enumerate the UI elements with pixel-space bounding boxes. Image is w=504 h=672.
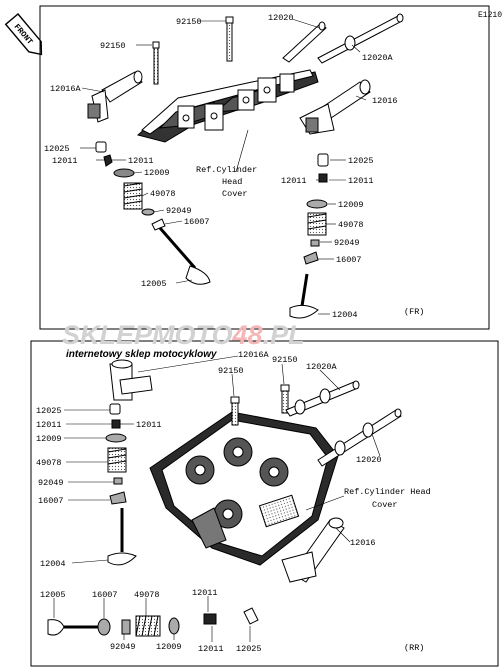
top-labels: 92150 12020 92150 12020A 12016A 12016 12… bbox=[44, 13, 424, 320]
watermark-pl: .PL bbox=[263, 320, 305, 350]
rocker-shaft-12016a bbox=[87, 70, 143, 123]
watermark-moto: MOTO bbox=[152, 320, 233, 350]
label-12020a-bottom: 12020A bbox=[306, 362, 338, 372]
rocker-shaft-12016 bbox=[299, 79, 371, 135]
label-12011-left-b: 12011 bbox=[128, 156, 154, 166]
rocker-shaft-12016a-bottom bbox=[109, 359, 153, 401]
rocker-shaft-12016-bottom bbox=[281, 517, 345, 583]
label-16007-left: 16007 bbox=[184, 217, 210, 227]
label-92049-row: 92049 bbox=[110, 642, 136, 652]
view-label-fr: (FR) bbox=[404, 307, 424, 317]
label-12020-bottom: 12020 bbox=[356, 455, 382, 465]
label-92049-bottom: 92049 bbox=[38, 478, 64, 488]
label-92049-left: 92049 bbox=[166, 206, 192, 216]
label-12011-bottom-a: 12011 bbox=[36, 420, 62, 430]
ref-cylinder-head-cover-top-3: Cover bbox=[222, 189, 248, 199]
bolt-92150-a bbox=[152, 41, 160, 85]
label-12016a: 12016A bbox=[50, 84, 82, 94]
valve-parts-row bbox=[47, 607, 259, 637]
ref-cylinder-head-cover-bottom-1: Ref.Cylinder Head bbox=[344, 487, 431, 497]
valve-stack-left bbox=[95, 141, 211, 285]
label-92150-a: 92150 bbox=[176, 17, 202, 27]
label-12011-row-b: 12011 bbox=[198, 644, 224, 654]
label-12011-right-b: 12011 bbox=[348, 176, 374, 186]
valve-stack-right bbox=[289, 153, 329, 319]
label-12025-row: 12025 bbox=[236, 644, 262, 654]
watermark-48: 48 bbox=[232, 320, 263, 350]
label-16007-row: 16007 bbox=[92, 590, 118, 600]
label-12011-bottom-b: 12011 bbox=[136, 420, 162, 430]
label-12004-bottom: 12004 bbox=[40, 559, 66, 569]
cylinder-head-top bbox=[136, 69, 319, 143]
label-12016a-bottom: 12016A bbox=[238, 350, 270, 360]
label-12011-left-a: 12011 bbox=[52, 156, 78, 166]
valve-stack-bottom-left bbox=[105, 403, 137, 566]
label-12025-bottom: 12025 bbox=[36, 406, 62, 416]
watermark-sklep: SKLEP bbox=[62, 320, 153, 350]
label-12016-bottom: 12016 bbox=[350, 538, 376, 548]
front-arrow-icon: FRONT bbox=[4, 13, 43, 56]
leader-lines-bottom bbox=[53, 355, 381, 642]
watermark-tagline: internetowy sklep motocyklowy bbox=[66, 349, 217, 360]
bolt-92150-bottom-b bbox=[280, 384, 290, 414]
label-12009-left: 12009 bbox=[144, 168, 170, 178]
label-92150-bottom-b: 92150 bbox=[272, 355, 298, 365]
top-panel: 92150 12020 92150 12020A 12016A 12016 12… bbox=[44, 13, 424, 320]
label-12005-left: 12005 bbox=[141, 279, 167, 289]
label-12009-bottom: 12009 bbox=[36, 434, 62, 444]
label-12025-right: 12025 bbox=[348, 156, 374, 166]
view-label-rr: (RR) bbox=[404, 643, 424, 653]
spring-49078-row bbox=[135, 615, 161, 637]
cylinder-head-bottom bbox=[149, 411, 339, 566]
camshaft-12020 bbox=[282, 21, 327, 63]
camshaft-12020-bottom bbox=[317, 408, 402, 467]
svg-text:SKLEPMOTO48.PL: SKLEPMOTO48.PL bbox=[62, 320, 305, 350]
label-92150-bottom-a: 92150 bbox=[218, 366, 244, 376]
spring-49078-bottom-left bbox=[107, 447, 127, 473]
doc-code: E1210 bbox=[478, 11, 502, 20]
label-12020a: 12020A bbox=[362, 53, 394, 63]
ref-cylinder-head-cover-top-1: Ref.Cylinder bbox=[196, 165, 257, 175]
label-12004-right: 12004 bbox=[332, 310, 358, 320]
label-12009-right: 12009 bbox=[338, 200, 364, 210]
bolt-92150-b bbox=[225, 16, 234, 62]
label-12025-left: 12025 bbox=[44, 144, 70, 154]
ref-cylinder-head-cover-bottom-2: Cover bbox=[372, 500, 398, 510]
label-92049-right: 92049 bbox=[334, 238, 360, 248]
watermark: SKLEPMOTO48.PL internetowy sklep motocyk… bbox=[62, 320, 305, 360]
label-49078-left: 49078 bbox=[150, 189, 176, 199]
leader-lines-top bbox=[80, 18, 367, 315]
bottom-panel-frame bbox=[30, 340, 499, 667]
label-12016: 12016 bbox=[372, 96, 398, 106]
camshaft-12020a-bottom bbox=[285, 380, 360, 417]
label-49078-row: 49078 bbox=[134, 590, 160, 600]
ref-cylinder-head-cover-top-2: Head bbox=[222, 177, 242, 187]
top-panel-frame bbox=[39, 5, 490, 330]
label-12011-row: 12011 bbox=[192, 588, 218, 598]
label-92150-b: 92150 bbox=[100, 41, 126, 51]
label-12011-right-a: 12011 bbox=[281, 176, 307, 186]
label-16007-right: 16007 bbox=[336, 255, 362, 265]
label-12009-row: 12009 bbox=[156, 642, 182, 652]
label-12020: 12020 bbox=[268, 13, 294, 23]
spring-49078-right bbox=[307, 212, 327, 236]
camshaft-12020a bbox=[317, 13, 404, 64]
label-12005-row: 12005 bbox=[40, 590, 66, 600]
bolt-92150-bottom-a bbox=[230, 396, 240, 426]
label-16007-bottom: 16007 bbox=[38, 496, 64, 506]
label-49078-bottom: 49078 bbox=[36, 458, 62, 468]
spring-49078-left bbox=[123, 182, 143, 210]
bottom-labels: 12016A 92150 92150 12020A 12020 12016 12… bbox=[36, 350, 431, 654]
label-49078-right: 49078 bbox=[338, 220, 364, 230]
bottom-panel: 12016A 92150 92150 12020A 12020 12016 12… bbox=[36, 350, 431, 654]
